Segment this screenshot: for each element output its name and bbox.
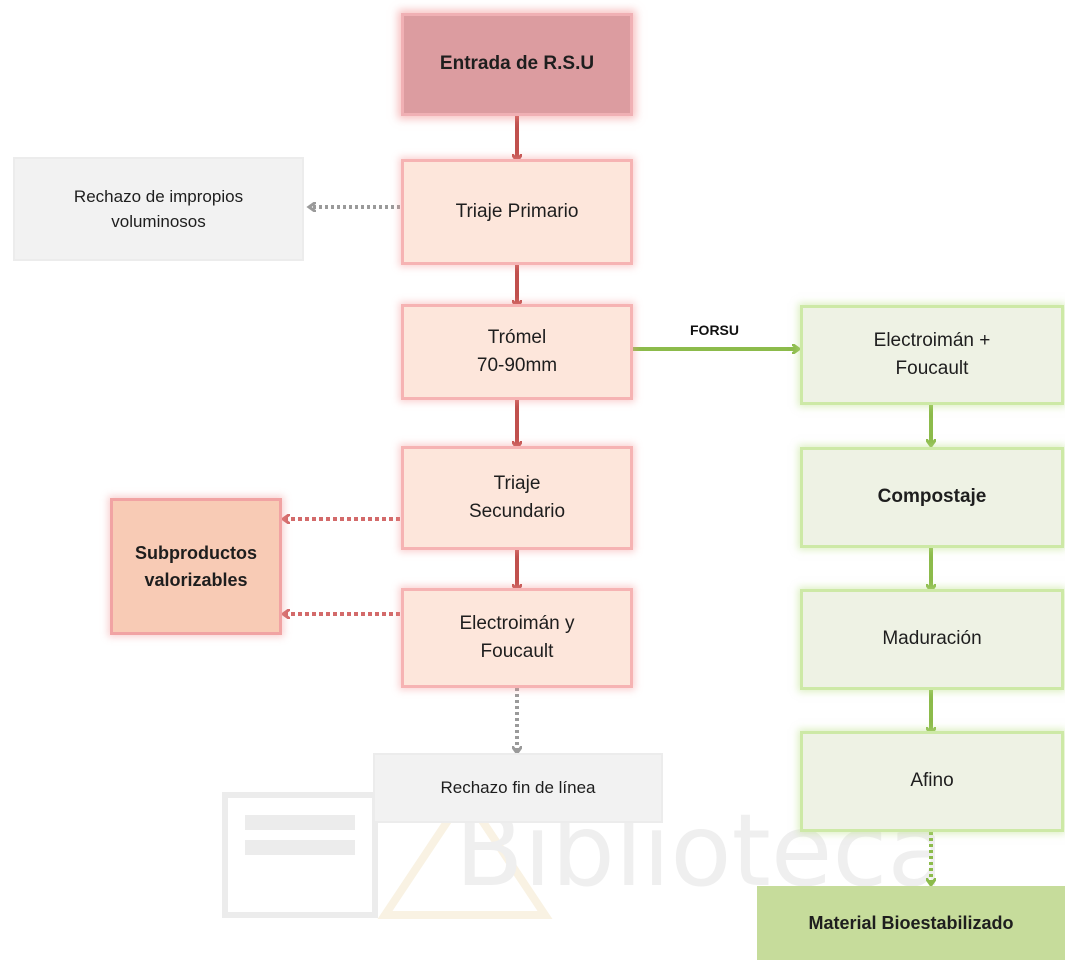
node-subproductos-label: Subproductos valorizables	[135, 542, 257, 590]
node-triaje-secundario-label: Triaje Secundario	[468, 472, 566, 523]
node-maduracion-label: Maduración	[882, 628, 982, 650]
node-tromel: Trómel 70-90mm	[401, 304, 633, 400]
node-compostaje-label: Compostaje	[877, 486, 987, 508]
node-rechazo-fin-label: Rechazo fin de línea	[440, 778, 596, 798]
node-triaje-primario: Triaje Primario	[401, 159, 633, 265]
node-entrada-label: Entrada de R.S.U	[439, 53, 595, 75]
node-entrada: Entrada de R.S.U	[401, 13, 633, 116]
node-material-bioestabilizado: Material Bioestabilizado	[757, 886, 1065, 960]
node-tromel-label: Trómel 70-90mm	[476, 326, 558, 377]
node-electroiman-foucault: Electroimán y Foucault	[401, 588, 633, 688]
node-triaje-secundario: Triaje Secundario	[401, 446, 633, 550]
node-electroiman-green-label: Electroimán + Foucault	[873, 329, 991, 380]
node-afino-label: Afino	[910, 770, 954, 792]
node-material-bioestabilizado-label: Material Bioestabilizado	[808, 912, 1014, 933]
node-electroiman-green: Electroimán + Foucault	[800, 305, 1064, 405]
node-afino: Afino	[800, 731, 1064, 832]
node-maduracion: Maduración	[800, 589, 1064, 690]
node-rechazo-fin: Rechazo fin de línea	[373, 753, 663, 823]
node-rechazo-impropios: Rechazo de impropios voluminosos	[13, 157, 304, 261]
node-electroiman-foucault-label: Electroimán y Foucault	[459, 612, 575, 663]
node-compostaje: Compostaje	[800, 447, 1064, 548]
node-rechazo-impropios-label: Rechazo de impropios voluminosos	[73, 186, 244, 232]
node-triaje-primario-label: Triaje Primario	[455, 200, 579, 222]
forsu-label: FORSU	[690, 322, 739, 338]
node-subproductos: Subproductos valorizables	[110, 498, 282, 635]
